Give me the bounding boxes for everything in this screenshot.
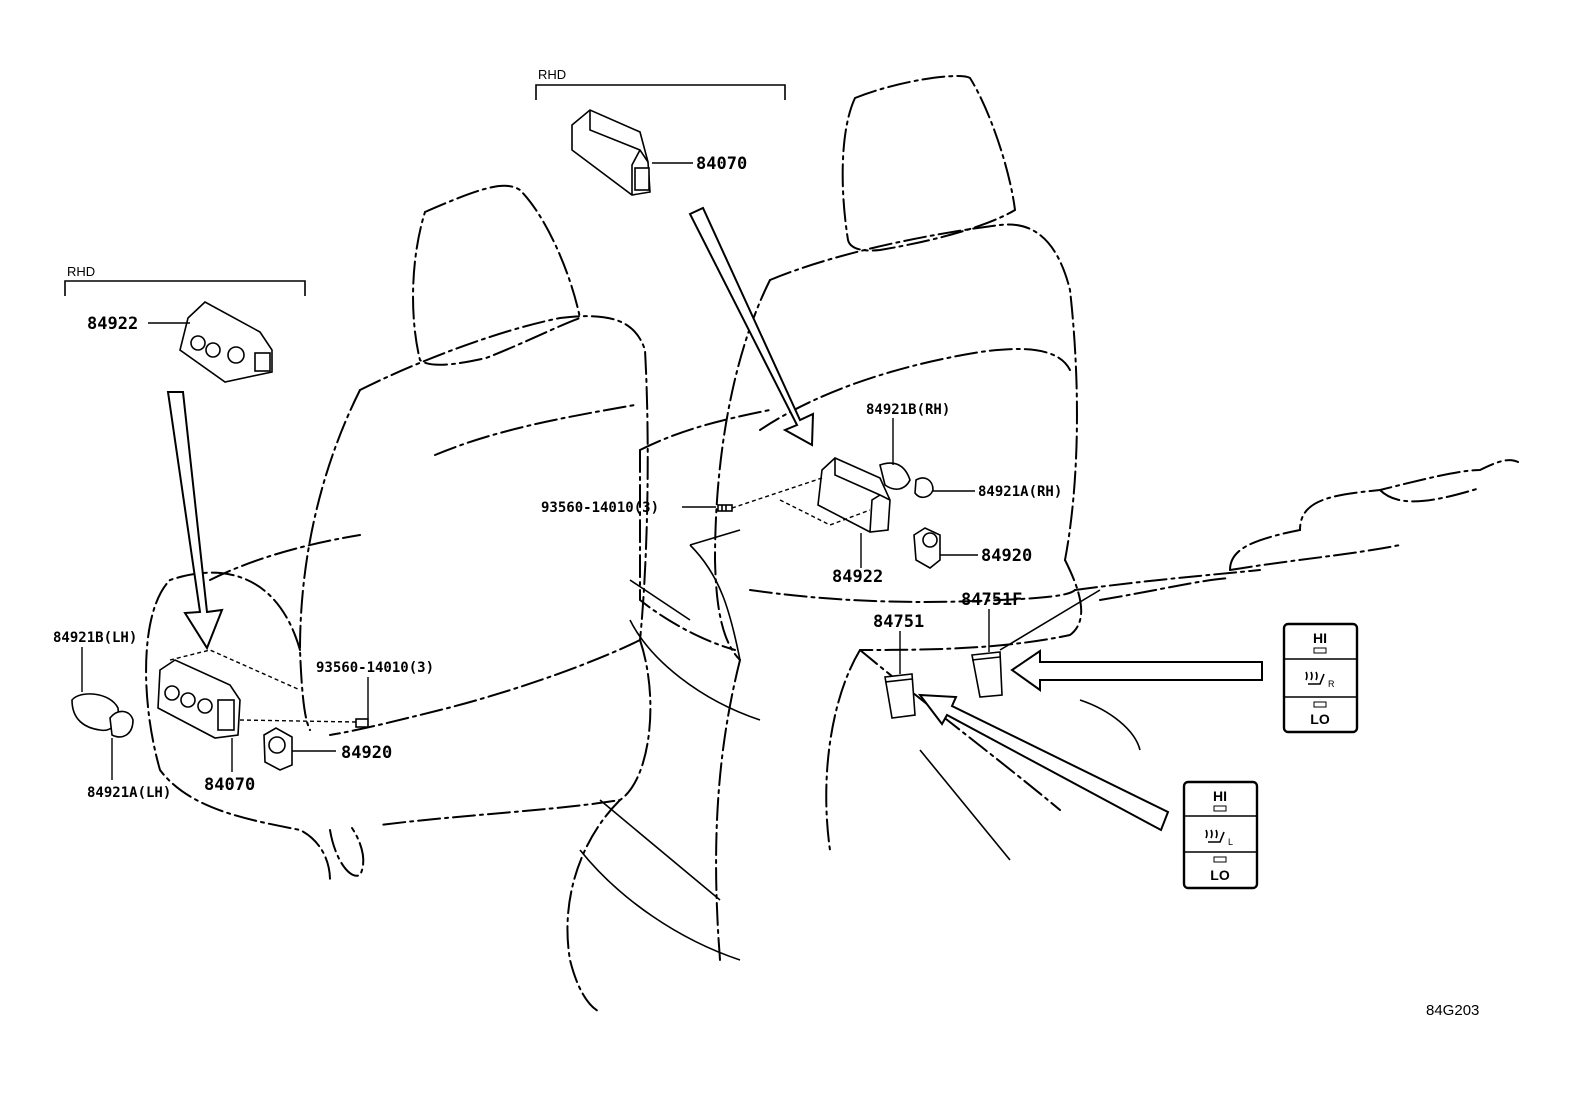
arrow-left-switch-l	[917, 693, 1170, 832]
callout-84070-left: 84070	[204, 775, 255, 795]
switch-r-hi-label: HI	[1313, 630, 1327, 646]
callout-84921a-lh: 84921A(LH)	[87, 785, 171, 801]
rhd-label-top: RHD	[538, 67, 566, 82]
leader-lines	[81, 162, 990, 780]
rhd-bracket-top	[535, 84, 786, 100]
callout-84922-left: 84922	[87, 314, 138, 334]
screw-93560-center	[717, 504, 733, 512]
callout-93560-left: 93560-14010(3)	[316, 660, 434, 676]
knob-84921a-rh	[914, 477, 934, 499]
callout-84920-left: 84920	[341, 743, 392, 763]
heater-switch-r-inset: HI R LO	[1282, 622, 1359, 734]
callout-84922-right: 84922	[832, 567, 883, 587]
callout-84920-right: 84920	[981, 546, 1032, 566]
switch-84922-left	[179, 301, 273, 383]
rhd-label-left: RHD	[67, 264, 95, 279]
arrow-down-left	[166, 391, 224, 651]
arrow-left-switch-r	[1010, 649, 1263, 692]
callout-84070-top: 84070	[696, 154, 747, 174]
right-seat-outline	[566, 75, 1519, 1013]
callout-84921b-rh: 84921B(RH)	[866, 402, 950, 418]
callout-84921a-rh: 84921A(RH)	[978, 484, 1062, 500]
knob-84921a-lh	[109, 710, 134, 738]
switch-l-lo-label: LO	[1210, 867, 1230, 883]
callout-84751f: 84751F	[961, 590, 1022, 610]
diagram-code: 84G203	[1426, 1002, 1479, 1019]
ecu-84070-left	[157, 659, 241, 739]
switch-84751f	[971, 651, 1003, 698]
seat-heater-icon-l	[1205, 829, 1225, 843]
switch-l-icon-sub: L	[1228, 837, 1233, 847]
callout-93560-center: 93560-14010(3)	[541, 500, 659, 516]
knob-84921b-rh	[879, 462, 911, 490]
bracket-84922-right	[817, 457, 891, 533]
callout-84921b-lh: 84921B(LH)	[53, 630, 137, 646]
switch-84751	[884, 673, 916, 719]
ecu-84070-top	[571, 109, 651, 196]
seat-solid-lines	[579, 529, 1141, 961]
screw-93560-left	[355, 718, 369, 728]
callout-84751: 84751	[873, 612, 924, 632]
switch-l-hi-label: HI	[1213, 788, 1227, 804]
heater-switch-l-inset: HI L LO	[1182, 780, 1259, 890]
heater-unit-84920-right	[913, 527, 941, 569]
seat-heater-icon-r	[1305, 671, 1325, 685]
heater-unit-84920-left	[263, 727, 293, 771]
switch-r-lo-label: LO	[1310, 711, 1330, 727]
arrow-down-right	[688, 206, 815, 447]
switch-r-icon-sub: R	[1328, 679, 1335, 689]
rhd-bracket-left	[64, 280, 306, 296]
